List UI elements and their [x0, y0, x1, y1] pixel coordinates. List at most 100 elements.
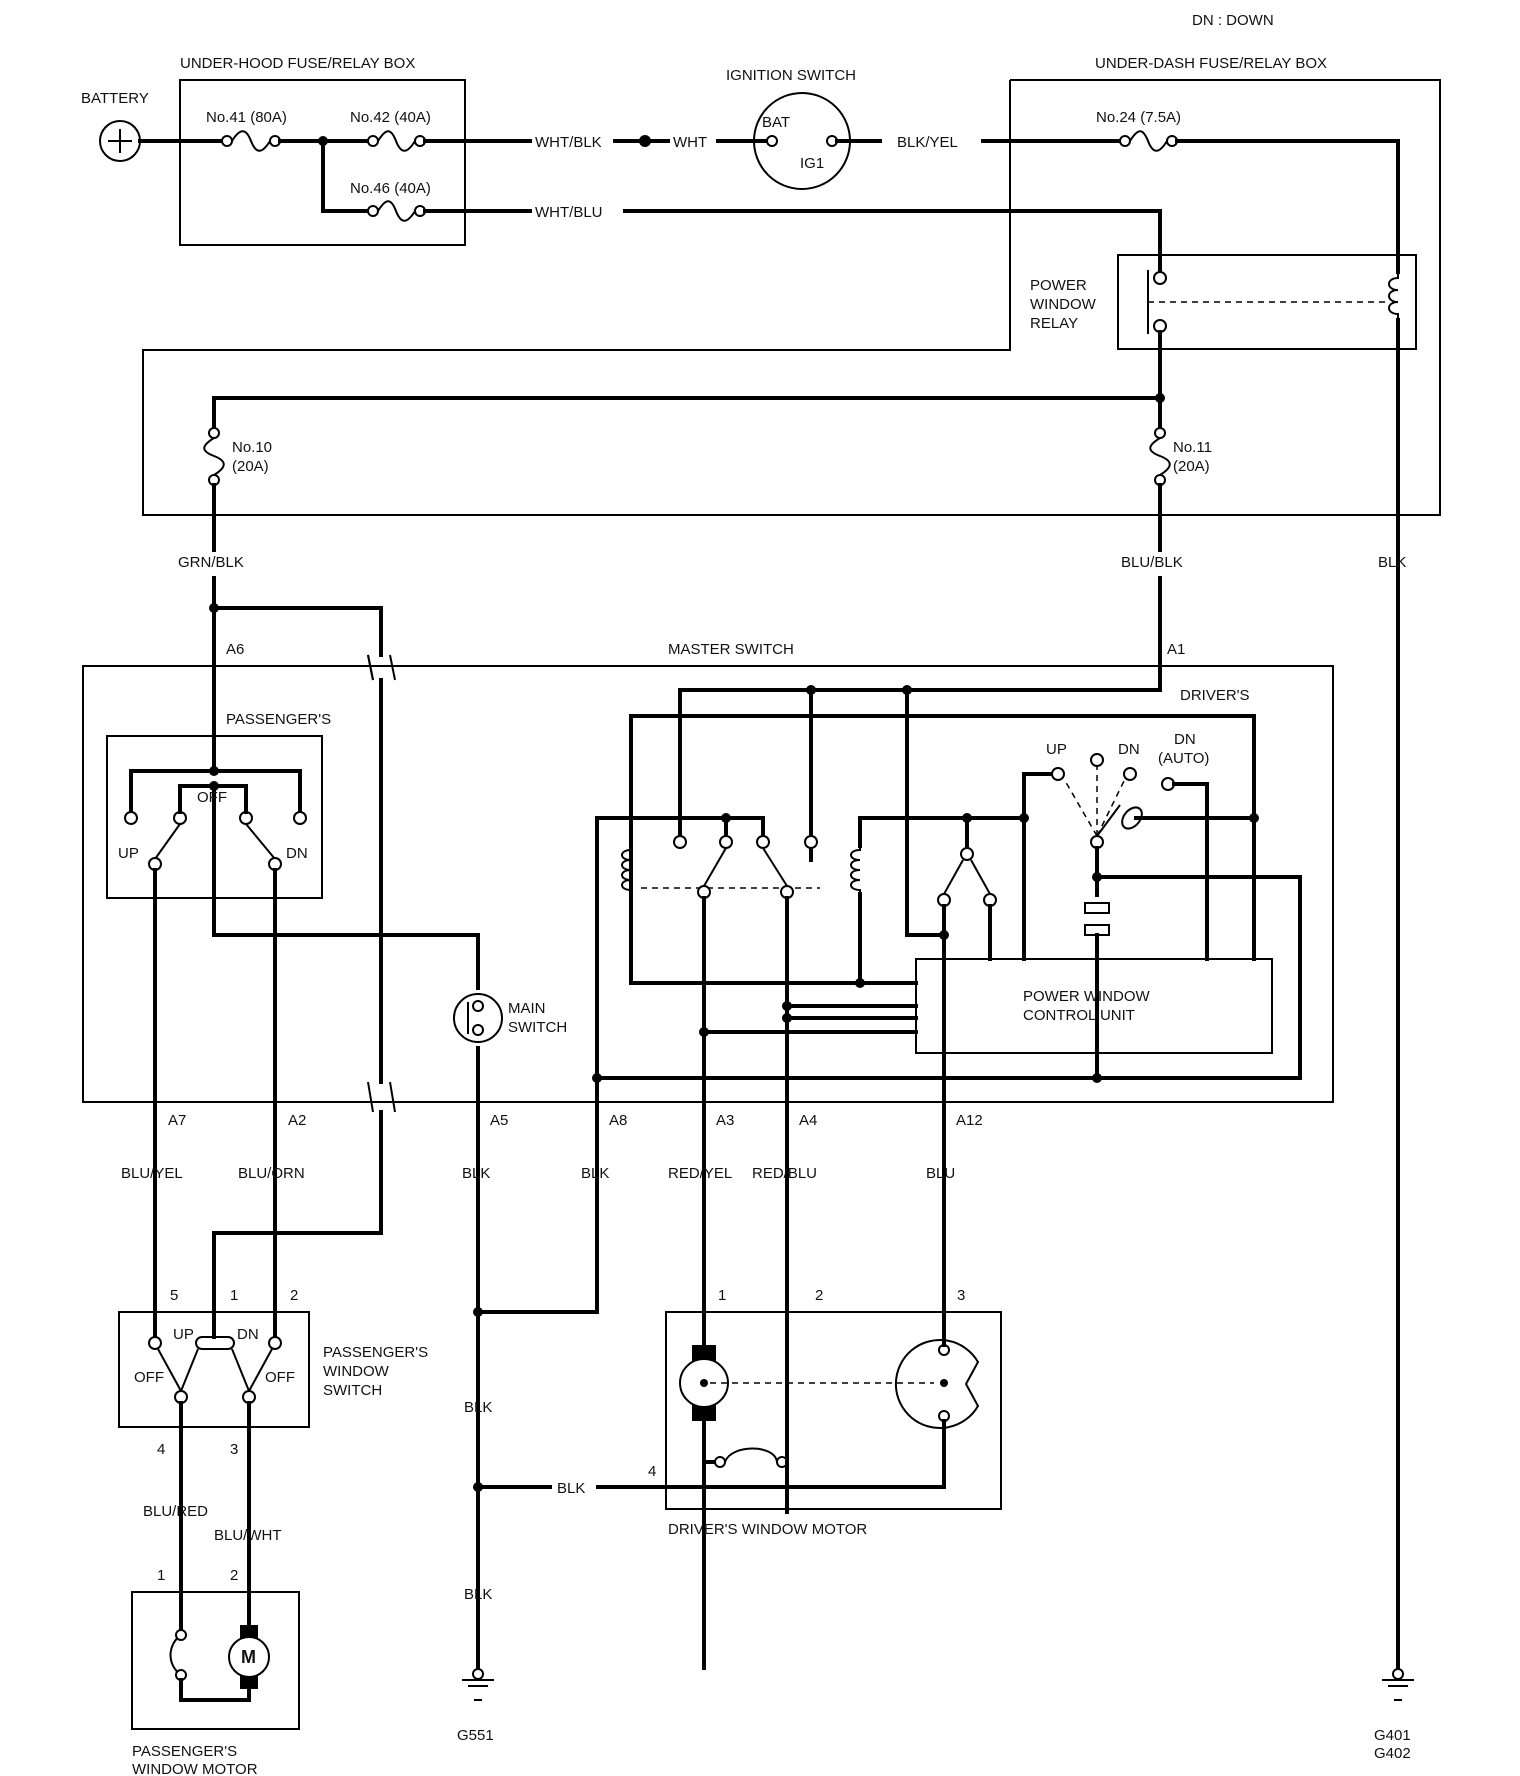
terminal-a3-label: A3: [716, 1112, 734, 1129]
passenger-motor-symbol: [228, 1625, 270, 1689]
control-unit-label-a: POWER WINDOW: [1023, 988, 1150, 1005]
ignition-bat-label: BAT: [762, 114, 790, 131]
pin-3-label: 3: [230, 1441, 238, 1458]
ground-g401-symbol: [1382, 1668, 1414, 1701]
motor-m-label: M: [241, 1647, 256, 1667]
wire-blu-yel-label: BLU/YEL: [121, 1165, 183, 1182]
pass-off-label: OFF: [197, 789, 227, 806]
relay-coil-left: [621, 846, 632, 894]
drv-up-label: UP: [1046, 741, 1067, 758]
wire-blu-blk-label: BLU/BLK: [1121, 554, 1183, 571]
wire-red-blu-label: RED/BLU: [752, 1165, 817, 1182]
ground-g402-label: G402: [1374, 1745, 1411, 1762]
fuse-11-label-b: (20A): [1173, 458, 1210, 475]
battery-symbol: [99, 120, 141, 162]
main-switch-label-a: MAIN: [508, 1000, 546, 1017]
wire-blk-horizontal-label: BLK: [557, 1480, 585, 1497]
passengers-motor-label-a: PASSENGER'S: [132, 1743, 237, 1760]
fuse-24-symbol: [1119, 130, 1178, 152]
pin-1-label: 1: [230, 1287, 238, 1304]
wire-wht-label: WHT: [673, 134, 707, 151]
wire-blu-orn-label: BLU/ORN: [238, 1165, 305, 1182]
passengers-motor-label-b: WINDOW MOTOR: [132, 1761, 258, 1776]
terminal-a5-label: A5: [490, 1112, 508, 1129]
pulser-symbol: [894, 1339, 980, 1429]
fuse-10-label-b: (20A): [232, 458, 269, 475]
pass-up-label: UP: [118, 845, 139, 862]
drivers-window-motor-box: [665, 1311, 1002, 1510]
pin-5-label: 5: [170, 1287, 178, 1304]
drivers-section-label: DRIVER'S: [1180, 687, 1250, 704]
pws-up-label: UP: [173, 1326, 194, 1343]
legend-dn: DN : DOWN: [1192, 12, 1274, 29]
terminal-a4-label: A4: [799, 1112, 817, 1129]
wire-blk-mid-label: BLK: [464, 1399, 492, 1416]
master-switch-box: [82, 665, 1334, 1103]
ground-g551-label: G551: [457, 1727, 494, 1744]
wire-blk-ground-label: BLK: [1378, 554, 1406, 571]
drv-dn-auto-label-b: (AUTO): [1158, 750, 1209, 767]
battery-label: BATTERY: [81, 90, 149, 107]
pin-4-label: 4: [157, 1441, 165, 1458]
passenger-motor-breaker: [169, 1634, 182, 1676]
dm-pin-4-label: 4: [648, 1463, 656, 1480]
main-switch-symbol: [453, 993, 503, 1043]
terminal-a7-label: A7: [168, 1112, 186, 1129]
passengers-section-label: PASSENGER'S: [226, 711, 331, 728]
ignition-switch-label: IGNITION SWITCH: [726, 67, 856, 84]
terminal-a8-label: A8: [609, 1112, 627, 1129]
wire-blu-label: BLU: [926, 1165, 955, 1182]
pws-dn-label: DN: [237, 1326, 259, 1343]
dm-pin-1-label: 1: [718, 1287, 726, 1304]
wire-blk-lower-label: BLK: [464, 1586, 492, 1603]
ignition-ig1-label: IG1: [800, 155, 824, 172]
fuse-42-symbol: [367, 130, 426, 152]
wire-red-yel-label: RED/YEL: [668, 1165, 732, 1182]
terminal-a2-label: A2: [288, 1112, 306, 1129]
pass-dn-label: DN: [286, 845, 308, 862]
fuse-46-label: No.46 (40A): [350, 180, 431, 197]
power-window-relay-symbol: [1147, 270, 1399, 334]
fuse-10-label-a: No.10: [232, 439, 272, 456]
control-unit-label-b: CONTROL UNIT: [1023, 1007, 1135, 1024]
pws-off-left-label: OFF: [134, 1369, 164, 1386]
pws-off-right-label: OFF: [265, 1369, 295, 1386]
drv-dn-auto-label-a: DN: [1174, 731, 1196, 748]
pws-label-1: PASSENGER'S: [323, 1344, 428, 1361]
wire-grn-blk-label: GRN/BLK: [178, 554, 244, 571]
pin-2-label: 2: [290, 1287, 298, 1304]
relay-label-1: POWER: [1030, 277, 1087, 294]
fuse-11-label-a: No.11: [1173, 439, 1212, 456]
wire-blk-a8-label: BLK: [581, 1165, 609, 1182]
under-dash-box-label: UNDER-DASH FUSE/RELAY BOX: [1095, 55, 1327, 72]
drivers-window-motor-label: DRIVER'S WINDOW MOTOR: [668, 1521, 867, 1538]
wire-wht-blu-label: WHT/BLU: [535, 204, 603, 221]
wire-blu-wht-label: BLU/WHT: [214, 1527, 282, 1544]
fuse-24-label: No.24 (7.5A): [1096, 109, 1181, 126]
pws-label-2: WINDOW: [323, 1363, 390, 1380]
wire-blu-red-label: BLU/RED: [143, 1503, 208, 1520]
terminal-a1-label: A1: [1167, 641, 1185, 658]
pws-label-3: SWITCH: [323, 1382, 382, 1399]
under-dash-fuse-box: [142, 79, 1441, 516]
fuse-41-label: No.41 (80A): [206, 109, 287, 126]
relay-label-2: WINDOW: [1030, 296, 1097, 313]
wire-blk-a5-label: BLK: [462, 1165, 490, 1182]
power-window-relay-box: [1117, 254, 1417, 350]
drv-dn-label: DN: [1118, 741, 1140, 758]
dm-pin-3-label: 3: [957, 1287, 965, 1304]
control-unit-box: [915, 958, 1273, 1054]
terminal-a12-label: A12: [956, 1112, 983, 1129]
wire-wht-blk-label: WHT/BLK: [535, 134, 602, 151]
ground-g551-symbol: [462, 1618, 494, 1701]
main-switch-label-b: SWITCH: [508, 1019, 567, 1036]
terminal-a6-label: A6: [226, 641, 244, 658]
fuse-11-symbol: [1149, 427, 1171, 486]
wire-blk-yel-label: BLK/YEL: [897, 134, 958, 151]
master-switch-label: MASTER SWITCH: [668, 641, 794, 658]
pm-pin-2-label: 2: [230, 1567, 238, 1584]
ground-g401-label: G401: [1374, 1727, 1411, 1744]
fuse-46-symbol: [367, 200, 426, 222]
dm-pin-2-label: 2: [815, 1287, 823, 1304]
